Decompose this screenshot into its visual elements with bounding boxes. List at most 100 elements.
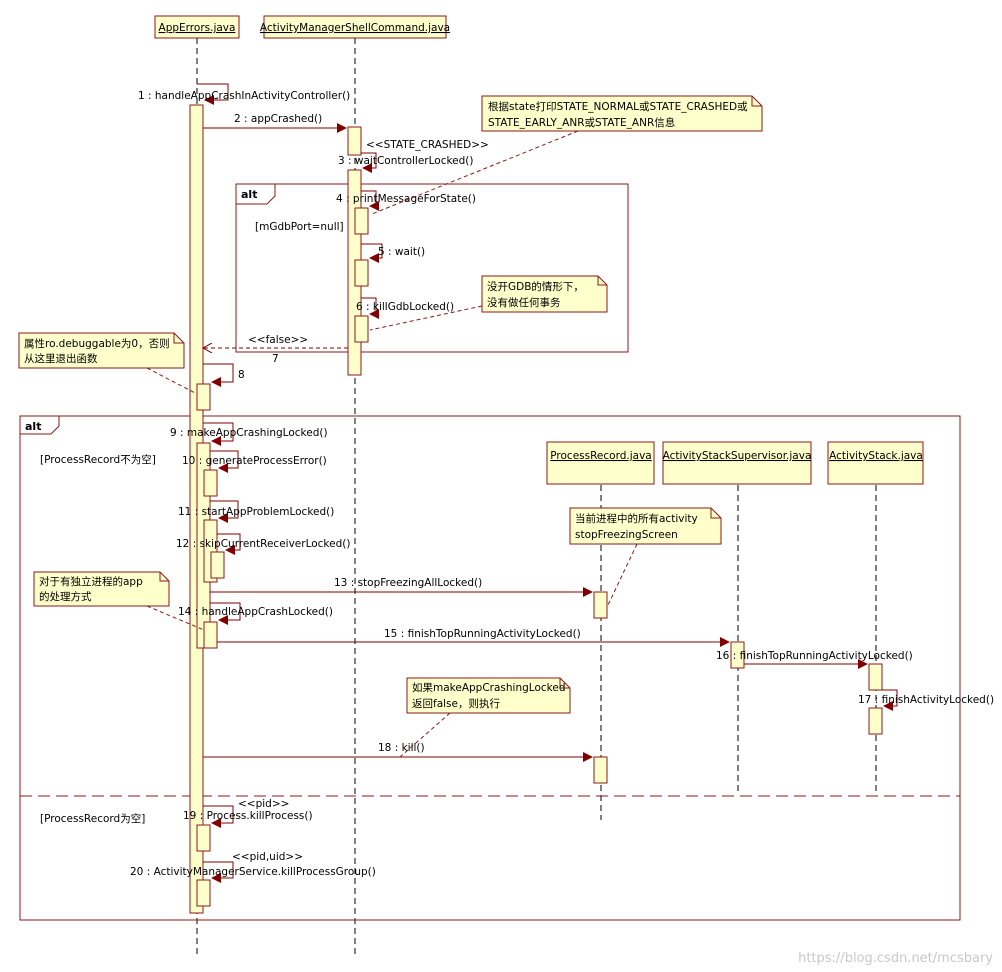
message-label: 9 : makeAppCrashingLocked()	[170, 427, 328, 439]
activations	[189, 104, 883, 914]
message-label: 11 : startAppProblemLocked()	[178, 506, 334, 518]
message-label: 2 : appCrashed()	[234, 113, 322, 125]
message-3: 3 : waitControllerLocked()	[338, 152, 474, 173]
participant-shellcommand: ActivityManagerShellCommand.java	[260, 15, 450, 39]
participant-processrecord-label: ProcessRecord.java	[550, 450, 651, 462]
note-text: 的处理方式	[39, 590, 92, 603]
note-state: 根据state打印STATE_NORMAL或STATE_CRASHED或 STA…	[371, 95, 763, 215]
message-label: 16 : finishTopRunningActivityLocked()	[716, 650, 913, 662]
note-connector	[371, 130, 579, 215]
participant-apperrors-label: AppErrors.java	[159, 22, 236, 34]
note-gdb: 没开GDB的情形下， 没有做任何事务	[369, 275, 608, 331]
message-stereotype: <<STATE_CRASHED>>	[366, 139, 489, 151]
message-label: 7	[272, 353, 279, 365]
note-text: 没有做任何事务	[487, 296, 561, 309]
message-18: 18 : kill()	[203, 742, 593, 762]
participant-activitystack-label: ActivityStack.java	[829, 450, 923, 462]
message-label: 4 : printMessageForState()	[336, 193, 476, 205]
message-13: 13 : stopFreezingAllLocked()	[210, 577, 593, 597]
message-label: 20 : ActivityManagerService.killProcessG…	[130, 866, 376, 878]
note-text: 属性ro.debuggable为0，否则	[24, 337, 170, 350]
activation-bar	[354, 207, 369, 235]
message-label: 5 : wait()	[378, 246, 425, 258]
message-stereotype: <<pid,uid>>	[232, 851, 303, 863]
note-text: stopFreezingScreen	[575, 529, 678, 541]
message-16: 16 : finishTopRunningActivityLocked()	[716, 650, 913, 669]
message-label: 13 : stopFreezingAllLocked()	[334, 577, 482, 589]
message-label: 18 : kill()	[378, 742, 425, 754]
alt-guard: [ProcessRecord为空]	[40, 812, 145, 825]
note-text: 没开GDB的情形下，	[487, 280, 584, 293]
message-12: 12 : skipCurrentReceiverLocked()	[176, 533, 350, 555]
message-label: 14 : handleAppCrashLocked()	[178, 606, 333, 618]
note-connector	[146, 605, 205, 631]
participant-stacksupervisor-label: ActivityStackSupervisor.java	[663, 450, 812, 462]
message-15: 15 : finishTopRunningActivityLocked()	[217, 628, 730, 647]
alt-fragment-processrecord: alt [ProcessRecord不为空] [ProcessRecord为空]	[19, 415, 961, 921]
message-label: 17 : finishActivityLocked()	[858, 694, 994, 706]
note-independent-app: 对于有独立进程的app 的处理方式	[33, 571, 205, 631]
note-debuggable: 属性ro.debuggable为0，否则 从这里退出函数	[18, 332, 198, 395]
message-label: 15 : finishTopRunningActivityLocked()	[384, 628, 581, 640]
alt-guard: [ProcessRecord不为空]	[40, 453, 156, 466]
participant-apperrors: AppErrors.java	[154, 15, 240, 39]
note-connector	[146, 367, 198, 395]
activation-bar	[354, 315, 369, 343]
alt-guard: [mGdbPort=null]	[255, 221, 344, 233]
message-1: 1 : handleAppCrashInActivityController()	[138, 83, 350, 105]
note-text: 返回false，则执行	[412, 697, 500, 710]
activation-bar	[730, 641, 745, 669]
message-7: <<false>> 7	[203, 334, 348, 365]
activation-bar	[196, 879, 211, 907]
message-8: 8	[203, 363, 245, 387]
message-10: 10 : generateProcessError()	[182, 450, 327, 473]
message-9: 9 : makeAppCrashingLocked()	[170, 422, 328, 446]
participant-stacksupervisor: ActivityStackSupervisor.java	[662, 441, 812, 485]
activation-bar	[354, 259, 369, 287]
message-label: 8	[238, 369, 245, 381]
note-text: 当前进程中的所有activity	[575, 512, 698, 525]
note-text: STATE_EARLY_ANR或STATE_ANR信息	[488, 116, 675, 129]
participant-processrecord: ProcessRecord.java	[546, 441, 655, 485]
message-label: 19 : Process.killProcess()	[183, 810, 313, 822]
participant-activitystack: ActivityStack.java	[827, 441, 924, 485]
activation-bar	[203, 469, 218, 497]
message-label: 10 : generateProcessError()	[182, 455, 327, 467]
activation-bar	[868, 707, 883, 735]
activation-bar	[210, 551, 225, 579]
note-text: 对于有独立进程的app	[39, 575, 143, 588]
message-19: <<pid>> 19 : Process.killProcess()	[183, 798, 313, 828]
message-2: 2 : appCrashed() <<STATE_CRASHED>>	[203, 113, 489, 151]
message-label: 1 : handleAppCrashInActivityController()	[138, 90, 350, 102]
activation-bar	[593, 591, 608, 619]
message-4: 4 : printMessageForState()	[336, 190, 476, 211]
alt-keyword: alt	[25, 420, 41, 433]
message-return-label: <<false>>	[248, 334, 308, 346]
message-20: <<pid,uid>> 20 : ActivityManagerService.…	[130, 851, 376, 883]
activation-bar	[196, 824, 211, 852]
note-freezing: 当前进程中的所有activity stopFreezingScreen	[569, 507, 722, 606]
message-6: 6 : killGdbLocked()	[356, 297, 454, 319]
message-11: 11 : startAppProblemLocked()	[178, 500, 334, 523]
activation-bar	[868, 663, 883, 691]
message-label: 3 : waitControllerLocked()	[338, 155, 474, 167]
message-17: 17 : finishActivityLocked()	[858, 689, 994, 711]
note-kill: 如果makeAppCrashingLocked 返回false，则执行	[399, 677, 571, 758]
note-text: 根据state打印STATE_NORMAL或STATE_CRASHED或	[488, 100, 748, 113]
message-label: 6 : killGdbLocked()	[356, 301, 454, 313]
watermark-text: https://blog.csdn.net/mcsbary	[798, 951, 993, 966]
message-14: 14 : handleAppCrashLocked()	[178, 602, 333, 625]
note-connector	[369, 305, 483, 331]
message-stereotype: <<pid>>	[238, 798, 289, 810]
note-text: 如果makeAppCrashingLocked	[412, 681, 565, 694]
note-connector	[607, 543, 638, 606]
activation-bar	[203, 621, 218, 649]
note-text: 从这里退出函数	[24, 352, 98, 365]
alt-keyword: alt	[241, 188, 257, 201]
alt-fragment-gdb: alt [mGdbPort=null]	[235, 183, 629, 353]
note-connector	[399, 712, 451, 758]
message-5: 5 : wait()	[361, 243, 425, 263]
message-label: 12 : skipCurrentReceiverLocked()	[176, 538, 350, 550]
activation-bar	[593, 756, 608, 784]
